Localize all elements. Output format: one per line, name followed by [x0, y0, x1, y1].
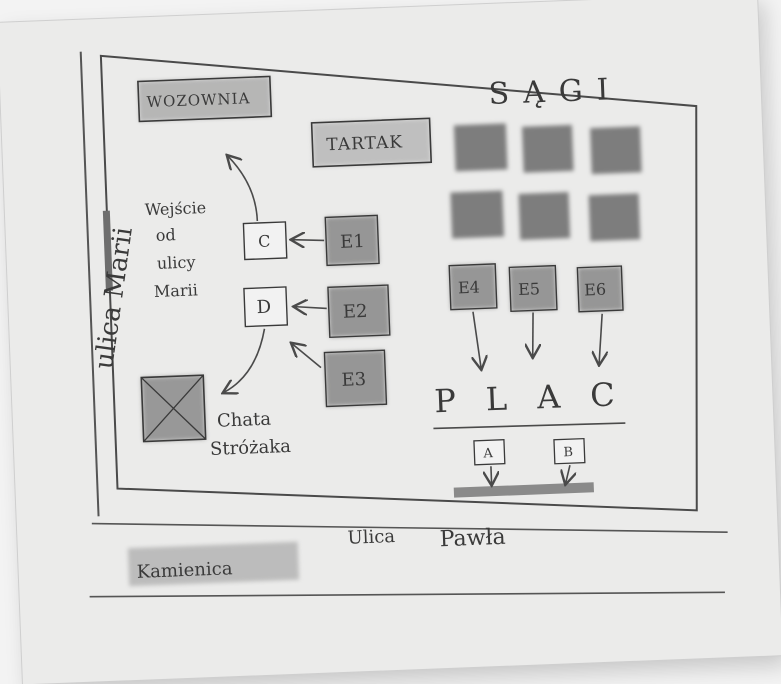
- street-left-label: ulica Marii: [89, 225, 139, 371]
- arrow-d-chata: [222, 329, 267, 393]
- street-bottom-name: Pawła: [439, 525, 506, 553]
- arrow-a-gate: [491, 466, 492, 484]
- arrow-c-wozownia: [228, 155, 258, 222]
- entrance-line-4: Marii: [154, 280, 199, 301]
- plac-label: PLAC: [434, 374, 646, 420]
- kamienica-label: Kamienica: [136, 558, 233, 583]
- box-b-label: B: [563, 445, 573, 460]
- sagi-label: SĄGI: [488, 72, 623, 112]
- wood-stacks: [448, 118, 645, 246]
- e2-label: E2: [342, 301, 367, 323]
- stack-3: [590, 126, 642, 174]
- bottom-gate: [454, 482, 594, 497]
- e6-label: E6: [584, 280, 607, 300]
- box-c-label: C: [258, 232, 271, 251]
- box-d-label: D: [256, 297, 271, 319]
- entrance-line-2: od: [155, 225, 176, 245]
- street-left-line: [81, 52, 99, 517]
- arrow-e4-plac: [473, 312, 481, 369]
- street-bottom-label: Ulica: [347, 526, 396, 549]
- arrow-e3-d: [292, 343, 321, 369]
- chata-line-2: Stróżaka: [210, 436, 292, 460]
- chata-line-1: Chata: [217, 409, 272, 432]
- arrow-e2-d: [295, 305, 327, 309]
- e4-label: E4: [458, 278, 481, 298]
- box-a-label: A: [482, 446, 494, 461]
- plac-line: [433, 421, 625, 430]
- e5-label: E5: [518, 279, 541, 299]
- e1-label: E1: [340, 231, 365, 253]
- stack-5: [518, 192, 570, 240]
- tartak-label: TARTAK: [326, 132, 403, 155]
- stack-4: [450, 191, 504, 239]
- e3-label: E3: [341, 369, 366, 391]
- entrance-line-1: Wejście: [144, 198, 206, 219]
- stack-1: [454, 123, 508, 171]
- stack-6: [589, 193, 641, 241]
- arrow-e5-plac: [531, 312, 535, 356]
- stack-2: [522, 125, 574, 173]
- entrance-line-3: ulicy: [157, 252, 196, 272]
- arrow-e1-c: [292, 238, 324, 241]
- arrow-e6-plac: [597, 314, 604, 364]
- arrow-b-gate: [565, 465, 571, 483]
